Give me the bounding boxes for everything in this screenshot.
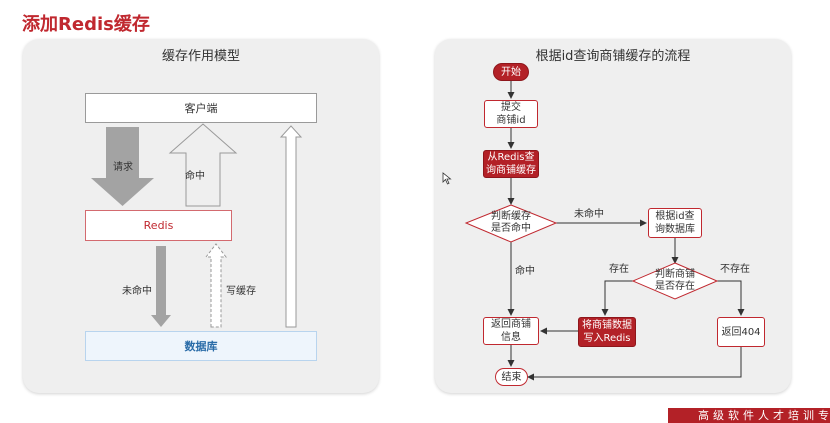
request-arrow: [91, 127, 154, 206]
database-box: 数据库: [85, 331, 317, 361]
judge-exist-line2: 是否存在: [655, 281, 695, 292]
edge-exist-write: [601, 280, 633, 316]
slide-title: 添加Redis缓存: [22, 14, 150, 35]
hit-edge-label: 命中: [515, 266, 535, 277]
judge-hit-line1: 判断缓存: [491, 211, 531, 222]
not-exist-edge-label: 不存在: [720, 264, 750, 275]
miss-edge-label: 未命中: [574, 209, 604, 220]
query-db-line1: 根据id查: [655, 211, 695, 222]
return-line2: 信息: [501, 332, 521, 343]
submit-line1: 提交: [500, 102, 521, 113]
hit-arrow: [168, 123, 238, 207]
write-line2: 写入Redis: [583, 333, 631, 344]
hit-label: 命中: [185, 171, 205, 182]
query-db-node: 根据id查询数据库: [648, 208, 702, 238]
redis-box: Redis: [85, 210, 232, 241]
flowchart-title: 根据id查询商铺缓存的流程: [535, 49, 691, 64]
cache-model-panel: 缓存作用模型 客户端 Redis 数据库 请求 命中 未命中 写缓存: [23, 39, 379, 393]
fetch-line2: 询商铺缓存: [486, 165, 536, 176]
write-redis-node: 将商铺数据写入Redis: [578, 317, 636, 347]
exist-edge-label: 存在: [609, 264, 629, 275]
judge-hit-text: 判断缓存是否命中: [481, 211, 541, 235]
client-box: 客户端: [85, 93, 317, 123]
submit-shop-id-node: 提交商铺id: [484, 100, 538, 128]
fetch-redis-node: 从Redis查询商铺缓存: [483, 150, 539, 178]
fetch-line1: 从Redis查: [487, 152, 535, 163]
cache-model-title: 缓存作用模型: [161, 49, 240, 64]
write-line1: 将商铺数据: [582, 320, 632, 331]
flowchart-panel: 根据id查询商铺缓存的流程 开始 提交商铺id 从Redis查询商铺缓存: [435, 39, 791, 393]
miss-label: 未命中: [122, 286, 152, 297]
write-cache-label: 写缓存: [226, 286, 256, 297]
flowchart-connectors: [464, 81, 745, 381]
query-db-line2: 询数据库: [655, 224, 695, 235]
return-line1: 返回商铺: [491, 319, 531, 330]
footer-banner: 高级软件人才培训专: [668, 408, 830, 423]
write-cache-arrow: [204, 243, 228, 328]
mouse-cursor-icon: [442, 172, 452, 185]
judge-exist-diamond: [631, 262, 719, 300]
judge-exist-line1: 判断商铺: [655, 269, 695, 280]
cache-model-arrows: [91, 123, 303, 328]
judge-hit-line2: 是否命中: [491, 223, 531, 234]
judge-exist-text: 判断商铺是否存在: [645, 269, 705, 293]
db-to-client-arrow: [279, 125, 303, 328]
edge-404-end: [527, 347, 742, 381]
return-404-node: 返回404: [717, 317, 765, 347]
miss-arrow: [151, 246, 171, 327]
judge-hit-diamond: [464, 204, 558, 243]
request-label: 请求: [113, 162, 133, 173]
submit-line2: 商铺id: [496, 115, 526, 126]
return-shop-info-node: 返回商铺信息: [483, 317, 539, 345]
start-node: 开始: [493, 63, 529, 81]
end-node: 结束: [495, 368, 528, 386]
edge-notexist-404: [717, 280, 745, 316]
